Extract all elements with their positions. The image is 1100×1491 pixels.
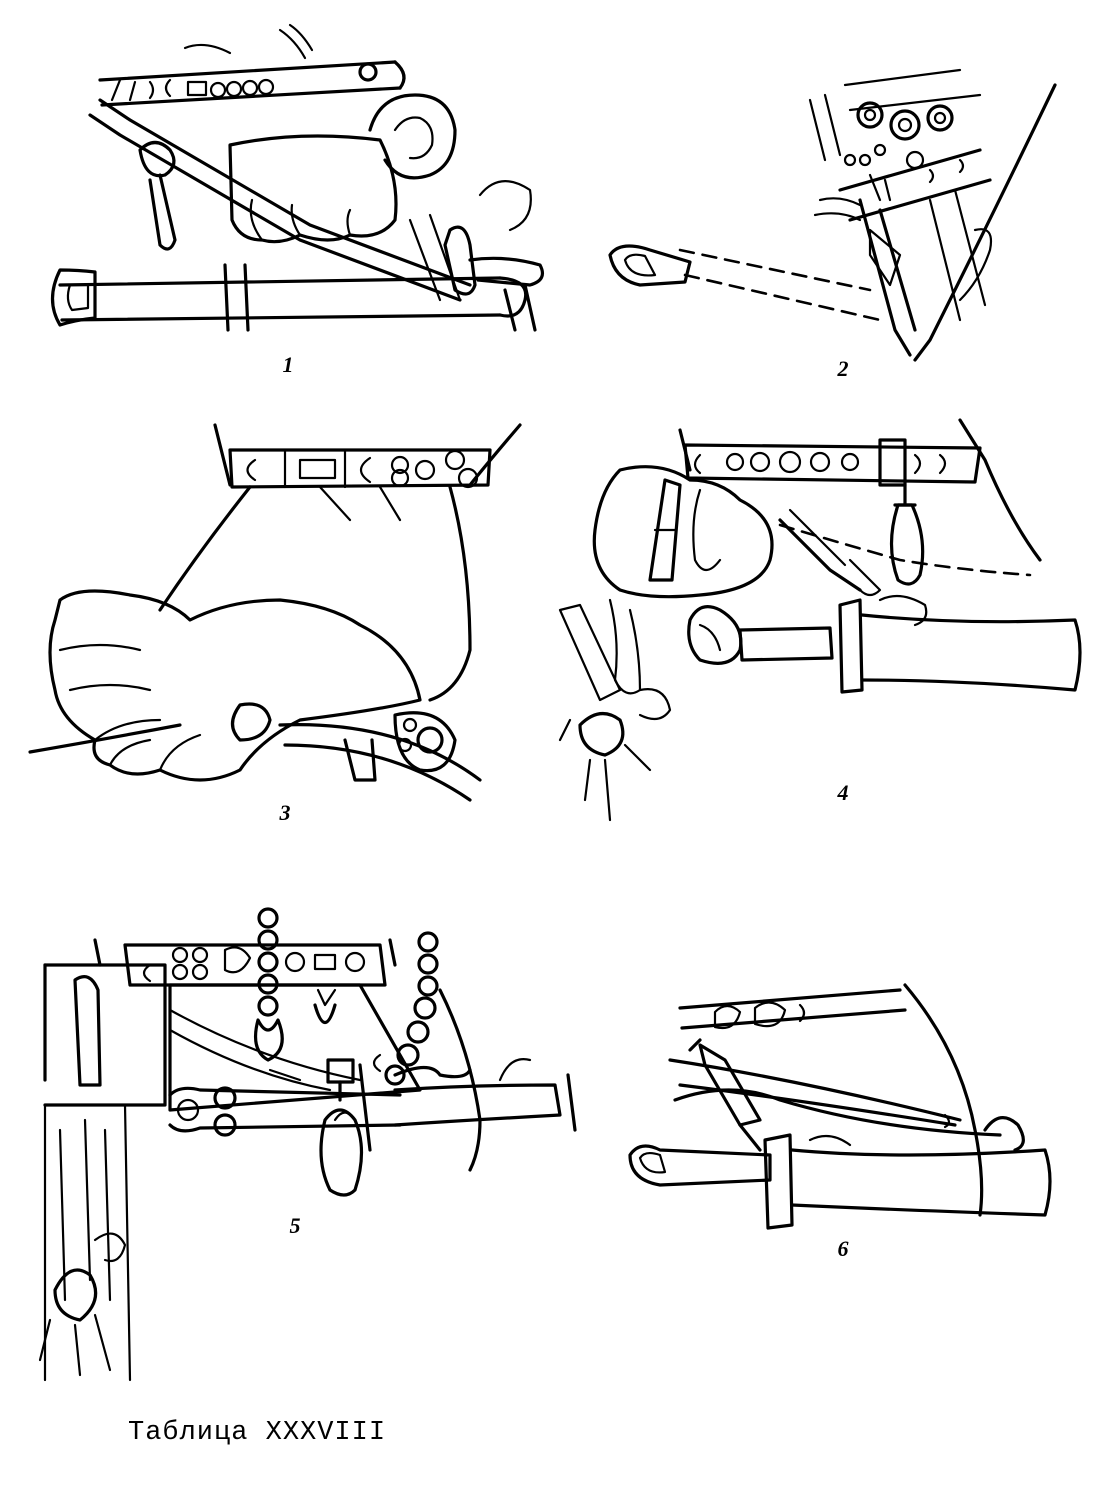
figure-2-number: 2	[837, 356, 849, 381]
figure-6-number: 6	[837, 1236, 849, 1261]
figure-4-number: 4	[837, 780, 849, 805]
figure-3-drawing	[28, 423, 522, 802]
figure-3-number: 3	[279, 800, 291, 825]
plate-caption: Таблица XXXVIII	[128, 1418, 387, 1448]
figure-1-drawing	[50, 23, 544, 332]
figure-2-drawing	[608, 68, 1057, 362]
figure-6-drawing	[628, 983, 1052, 1230]
figure-5-number: 5	[289, 1213, 301, 1238]
figure-1-number: 1	[282, 352, 294, 377]
figure-5-drawing	[38, 907, 577, 1382]
figure-4-drawing	[558, 418, 1082, 822]
